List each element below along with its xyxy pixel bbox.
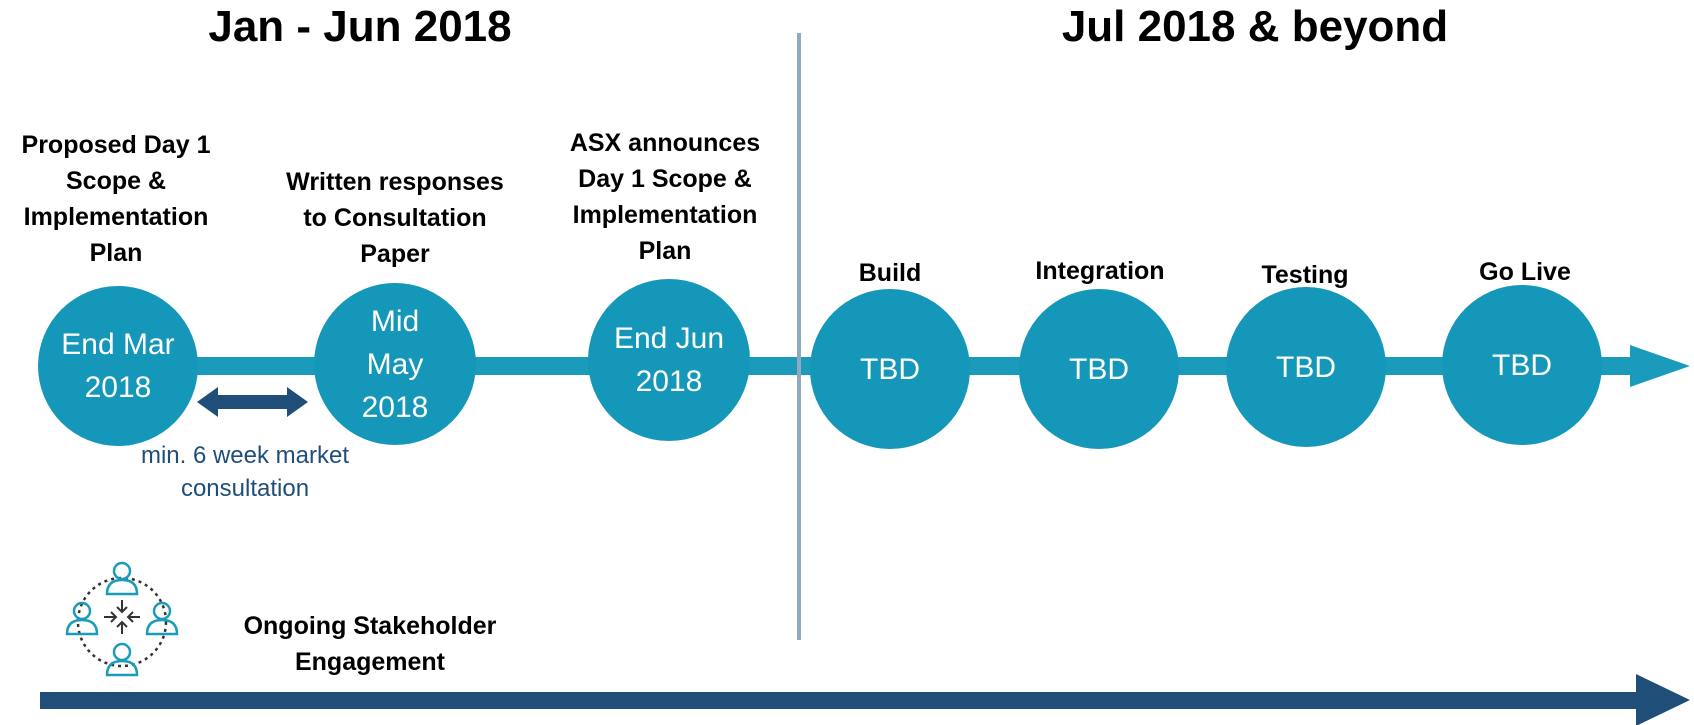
phase-title-h1-2018: Jan - Jun 2018 bbox=[208, 2, 512, 51]
milestone-node-build: TBD bbox=[810, 289, 970, 449]
milestone-label-go-live: Go Live bbox=[1479, 258, 1571, 286]
engagement-arrowhead bbox=[1636, 674, 1690, 725]
milestone-node-end-mar-2018: End Mar 2018 bbox=[38, 286, 198, 446]
milestone-label-written-responses: Written responses to Consultation Paper bbox=[286, 168, 504, 268]
milestone-label-proposed-scope: Proposed Day 1 Scope & Implementation Pl… bbox=[21, 131, 211, 267]
consultation-note: min. 6 week market consultation bbox=[140, 442, 350, 502]
milestone-node-testing: TBD bbox=[1226, 287, 1386, 447]
milestone-label-build: Build bbox=[858, 259, 922, 287]
milestone-label-asx-announces: ASX announces Day 1 Scope & Implementati… bbox=[569, 129, 761, 265]
engagement-label: Ongoing Stakeholder Engagement bbox=[243, 612, 497, 676]
phase-title-h2-2018: Jul 2018 & beyond bbox=[1061, 2, 1449, 51]
milestone-node-end-jun-2018: End Jun 2018 bbox=[588, 279, 750, 441]
consultation-double-arrow bbox=[197, 387, 308, 417]
stakeholder-group-icon bbox=[65, 561, 179, 677]
engagement-arrow-bar bbox=[40, 692, 1645, 709]
milestone-node-integration: TBD bbox=[1019, 289, 1179, 449]
milestone-label-testing: Testing bbox=[1261, 261, 1349, 289]
timeline-arrowhead bbox=[1630, 345, 1690, 387]
milestone-node-mid-may-2018: Mid May 2018 bbox=[314, 283, 476, 445]
milestone-label-integration: Integration bbox=[1035, 257, 1165, 285]
milestone-node-go-live: TBD bbox=[1442, 285, 1602, 445]
